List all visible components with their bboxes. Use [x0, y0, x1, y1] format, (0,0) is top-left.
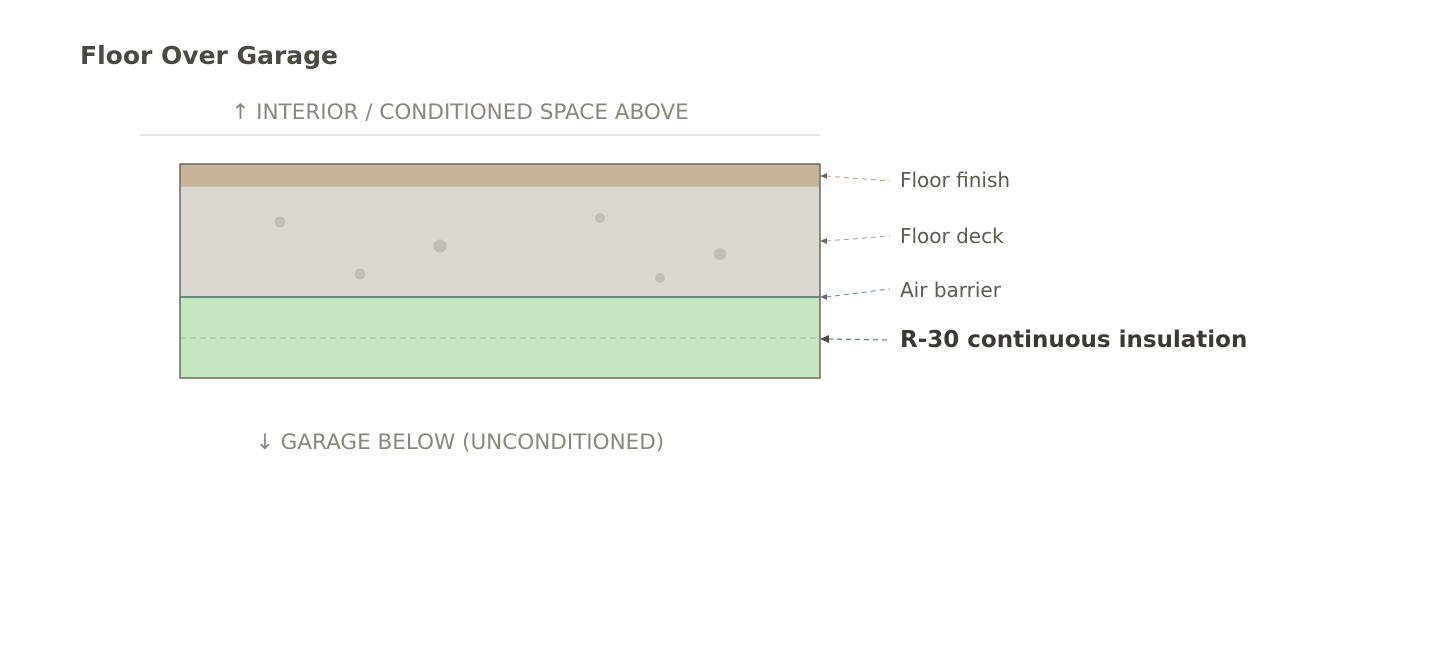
floor-finish-label: Floor finish [900, 168, 1010, 192]
aggregate-dot [655, 273, 665, 283]
floor-finish-layer [180, 164, 820, 186]
aggregate-dot [433, 239, 447, 253]
air-barrier-label: Air barrier [900, 278, 1002, 302]
leader-air-barrier [820, 288, 891, 300]
arrowhead-icon [820, 238, 827, 244]
floor-deck-label: Floor deck [900, 224, 1004, 248]
aggregate-dot [274, 216, 286, 228]
above-label: ↑ INTERIOR / CONDITIONED SPACE ABOVE [231, 100, 688, 125]
insulation-label: R-30 continuous insulation [900, 327, 1247, 353]
arrowhead-icon [820, 173, 827, 179]
aggregate-dot [354, 268, 366, 280]
page-title: Floor Over Garage [80, 41, 339, 70]
leader-insulation [820, 335, 891, 343]
floor-deck-layer [180, 186, 820, 297]
arrowhead-icon [820, 294, 827, 300]
leader-floor-finish [820, 173, 891, 182]
aggregate-dot [595, 213, 605, 223]
assembly-outline [179, 163, 821, 379]
below-label: ↓ GARAGE BELOW (UNCONDITIONED) [256, 430, 664, 455]
aggregate-dot [714, 248, 726, 260]
arrowhead-icon [820, 335, 829, 343]
leader-floor-deck [820, 235, 891, 244]
deck-aggregate [274, 213, 726, 283]
